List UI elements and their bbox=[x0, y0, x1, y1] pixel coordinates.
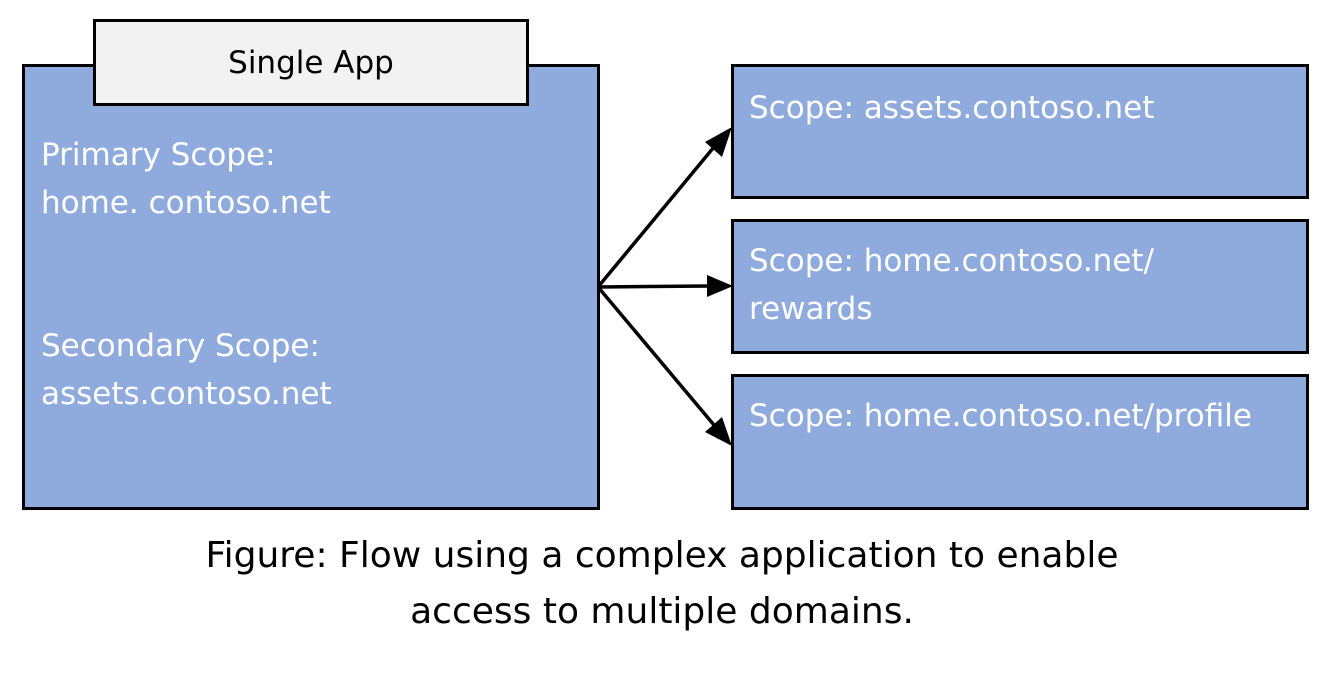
scope-box-assets: Scope: assets.contoso.net bbox=[731, 64, 1309, 199]
scope-assets-line1: Scope: assets.contoso.net bbox=[749, 90, 1155, 126]
arrowhead-to-rewards bbox=[707, 275, 733, 297]
single-app-box: Primary Scope: home. contoso.net Seconda… bbox=[22, 64, 600, 510]
primary-scope-value: home. contoso.net bbox=[41, 185, 331, 221]
scope-box-profile-text: Scope: home.contoso.net/profile bbox=[749, 392, 1252, 440]
arrow-line-to-rewards bbox=[597, 284, 711, 289]
scope-box-profile: Scope: home.contoso.net/profile bbox=[731, 374, 1309, 510]
arrowhead-to-assets bbox=[705, 127, 732, 157]
single-app-title: Single App bbox=[228, 44, 394, 81]
secondary-scope-value: assets.contoso.net bbox=[41, 376, 332, 412]
primary-scope-text: Primary Scope: home. contoso.net bbox=[41, 131, 331, 227]
single-app-tab: Single App bbox=[93, 19, 529, 106]
scope-box-rewards: Scope: home.contoso.net/ rewards bbox=[731, 219, 1309, 354]
figure-caption: Figure: Flow using a complex application… bbox=[0, 528, 1328, 640]
primary-scope-label: Primary Scope: bbox=[41, 137, 276, 173]
arrow-line-to-assets bbox=[596, 145, 716, 289]
secondary-scope-text: Secondary Scope: assets.contoso.net bbox=[41, 322, 332, 418]
arrow-line-to-profile bbox=[596, 285, 716, 427]
scope-profile-line1: Scope: home.contoso.net/profile bbox=[749, 398, 1252, 434]
scope-rewards-line1: Scope: home.contoso.net/ bbox=[749, 243, 1154, 279]
figure-caption-line1: Figure: Flow using a complex application… bbox=[205, 535, 1119, 576]
scope-box-rewards-text: Scope: home.contoso.net/ rewards bbox=[749, 237, 1154, 333]
figure-caption-line2: access to multiple domains. bbox=[410, 591, 914, 632]
scope-box-assets-text: Scope: assets.contoso.net bbox=[749, 84, 1154, 132]
secondary-scope-label: Secondary Scope: bbox=[41, 328, 320, 364]
arrowhead-to-profile bbox=[705, 417, 732, 446]
scope-rewards-line2: rewards bbox=[749, 291, 873, 327]
